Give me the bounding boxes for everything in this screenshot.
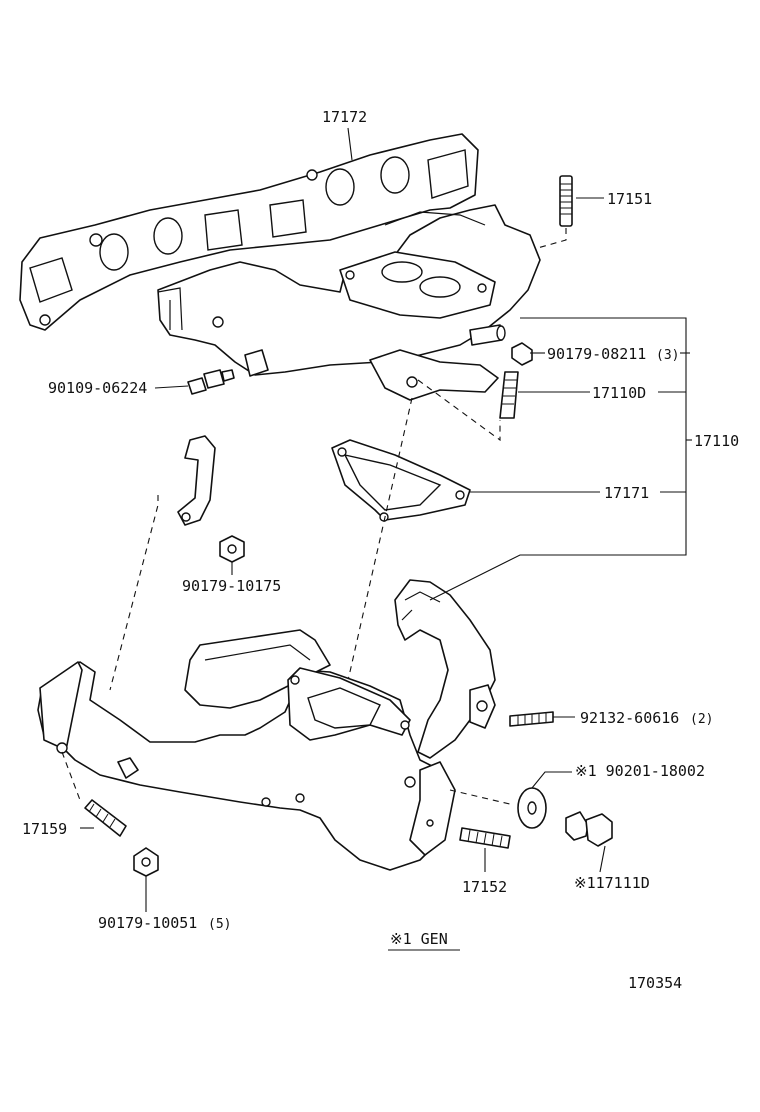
dashline-17110D [417, 379, 501, 442]
dashline-17159 [61, 751, 81, 801]
label-17152: 17152 [462, 878, 507, 896]
footnote-gen: ※1 GEN [390, 930, 448, 948]
label-17172: 17172 [322, 108, 367, 126]
exhaust-manifold-lower [37, 579, 496, 871]
leader-lines [80, 127, 692, 951]
label-90179-08211-qty: (3) [656, 348, 679, 363]
label-17110: 17110 [694, 432, 739, 450]
stud-17152 [459, 827, 511, 849]
label-90109-06224: 90109-06224 [48, 379, 147, 397]
bracket-hose [177, 435, 216, 526]
gasket-17172 [19, 133, 479, 331]
stud-17151 [559, 175, 573, 227]
label-17171: 17171 [604, 484, 649, 502]
label-17151: 17151 [607, 190, 652, 208]
washer-90201-18002 [517, 787, 547, 829]
figure-number: 170354 [628, 974, 682, 992]
label-17111D: ※117111D [574, 874, 650, 892]
label-90179-10051-qty: (5) [208, 917, 231, 932]
label-17110D: 17110D [592, 384, 646, 402]
stud-92132-60616 [509, 711, 554, 727]
stud-17159 [84, 799, 127, 837]
dashline-washer [449, 789, 515, 806]
label-92132-60616-qty: (2) [690, 712, 713, 727]
intake-manifold-upper [157, 204, 541, 401]
label-17159: 17159 [22, 820, 67, 838]
bolt-17111D [565, 811, 613, 847]
nut-90179-10051 [133, 847, 159, 877]
stud-17110D [499, 371, 519, 419]
label-90179-10051: 90179-10051 [98, 914, 197, 932]
label-92132-60616: 92132-60616 [580, 709, 679, 727]
plug-90109-06224 [187, 369, 235, 395]
label-90201-18002: ※1 90201-18002 [575, 762, 705, 780]
nut-90179-08211 [511, 342, 533, 366]
label-90179-10175: 90179-10175 [182, 577, 281, 595]
gasket-17171 [331, 439, 471, 522]
dashline-bracket [109, 495, 159, 691]
label-90179-08211: 90179-08211 [547, 345, 646, 363]
